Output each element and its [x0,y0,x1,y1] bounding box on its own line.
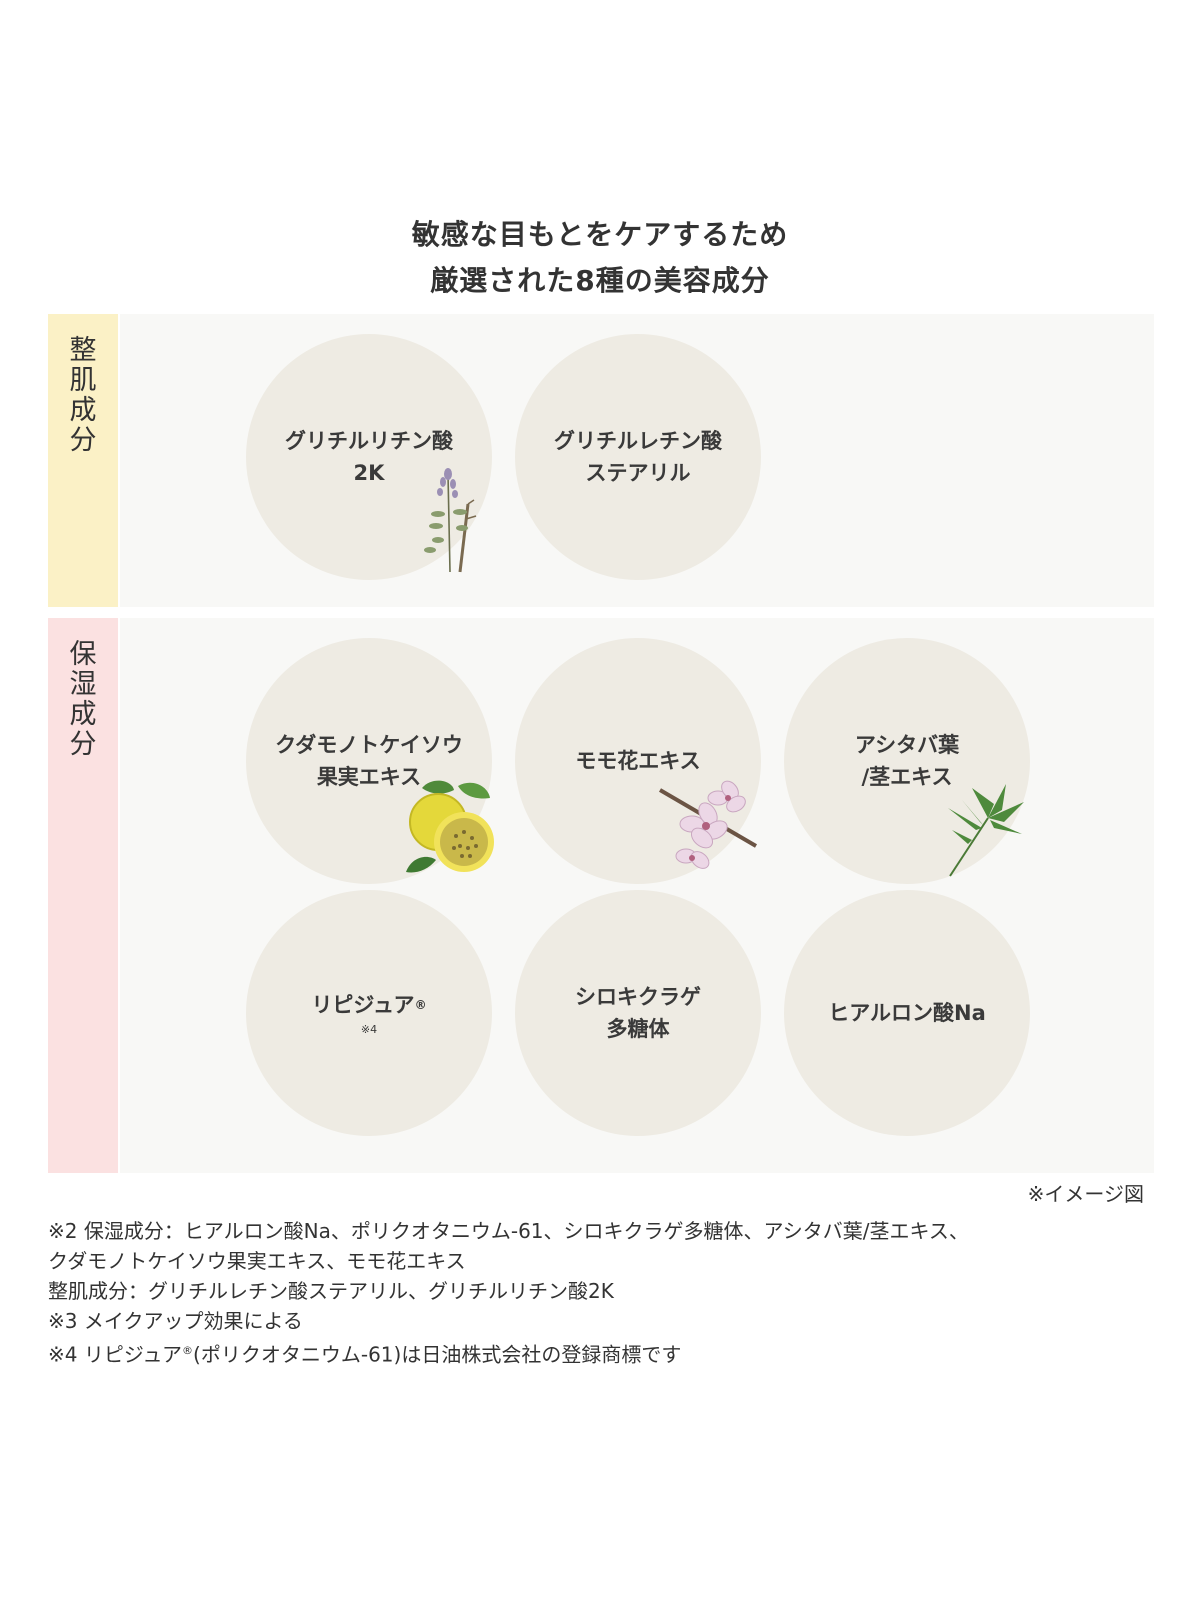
footnote-ref: ※4 [360,1023,378,1036]
heading-line-1: 敏感な目もとをケアするため [411,218,789,251]
label-char: 湿 [69,669,97,700]
conditioning-panel: グリチルリチン酸 2K グリチルレチン酸 [120,314,1154,607]
footnotes: ※2 保湿成分：ヒアルロン酸Na、ポリクオタニウム-61、シロキクラゲ多糖体、ア… [48,1216,1188,1370]
label-char: 分 [69,729,97,760]
registered-mark: ® [182,1344,194,1357]
footnote-2-cont: クダモノトケイソウ果実エキス、モモ花エキス [48,1249,466,1273]
ingredient-name: /茎エキス [861,765,953,789]
footnote-4: ※4 リピジュア®(ポリクオタニウム-61)は日油株式会社の登録商標です [48,1336,1188,1370]
page-heading: 敏感な目もとをケアするため 厳選された8種の美容成分 [0,212,1200,304]
footnote-2: ※2 保湿成分：ヒアルロン酸Na、ポリクオタニウム-61、シロキクラゲ多糖体、ア… [48,1219,969,1243]
registered-mark: ® [414,998,427,1012]
ingredient-glycyrrhizinate: グリチルリチン酸 2K [246,334,492,580]
heading-line-2: 厳選された8種の美容成分 [430,264,770,297]
ingredient-name: クダモノトケイソウ [275,733,463,757]
ingredient-name: 2K [353,461,385,485]
ingredient-name: グリチルリチン酸 [285,429,453,453]
footnote-4-text-end: (ポリクオタニウム-61)は日油株式会社の登録商標です [193,1342,682,1367]
conditioning-label: 整 肌 成 分 [48,314,118,607]
ingredient-name: ヒアルロン酸Na [828,1001,986,1025]
ingredient-lipidure: リピジュア® ※4 [246,890,492,1136]
ingredient-peach-flower: モモ花エキス [515,638,761,884]
ingredient-name: ステアリル [585,461,691,485]
licorice-plant-icon [424,468,477,573]
footnote-4-text: ※4 リピジュア [48,1342,183,1367]
label-char: 成 [69,699,97,730]
ingredient-sodium-hyaluronate: ヒアルロン酸Na [784,890,1030,1136]
ingredient-name: 多糖体 [606,1017,670,1041]
ingredient-stearyl-glycyrrhetinate: グリチルレチン酸 ステアリル [515,334,761,580]
ingredient-name: グリチルレチン酸 [554,429,722,453]
label-char: 成 [69,395,97,426]
moisturizing-label: 保 湿 成 分 [48,618,118,1173]
footnote-2-conditioning: 整肌成分：グリチルレチン酸ステアリル、グリチルリチン酸2K [48,1279,614,1303]
image-caption: ※イメージ図 [1027,1182,1144,1206]
ingredient-tremella: シロキクラゲ 多糖体 [515,890,761,1136]
footnote-3: ※3 メイクアップ効果による [48,1309,303,1333]
passion-fruit-icon [406,780,494,873]
ashitaba-leaf-icon [948,784,1024,877]
label-char: 肌 [69,365,97,396]
ingredient-name: リピジュア® [311,989,426,1021]
ingredient-name: モモ花エキス [575,749,701,773]
label-char: 整 [69,335,97,366]
peach-blossom-icon [658,780,758,869]
moisturizing-panel: クダモノトケイソウ 果実エキス モモ花エキス [120,618,1154,1173]
ingredient-name-text: リピジュア [311,993,415,1017]
label-char: 分 [69,425,97,456]
label-char: 保 [69,639,97,670]
moisturizing-section: 保 湿 成 分 クダモノトケイソウ 果実エキス モモ花エキス [48,618,1154,1173]
ingredient-name: 果実エキス [316,765,422,789]
ingredient-name: シロキクラゲ [575,985,701,1009]
ingredient-name: アシタバ葉 [854,733,960,757]
ingredient-ashitaba: アシタバ葉 /茎エキス [784,638,1030,884]
conditioning-section: 整 肌 成 分 グリチルリチン酸 2K [48,314,1154,607]
